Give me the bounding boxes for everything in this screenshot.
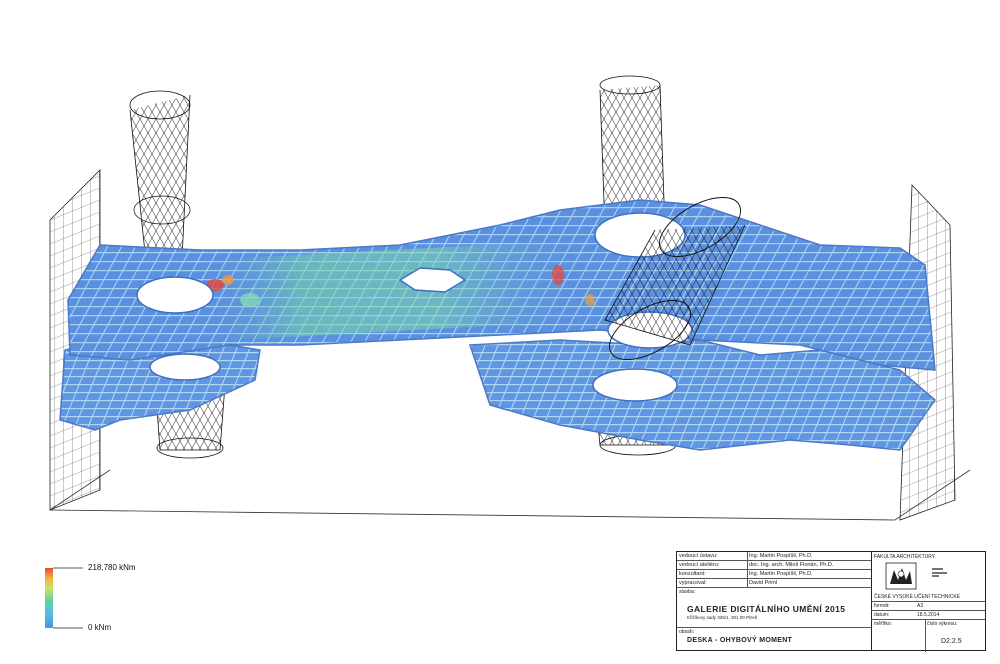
drawing-number-label: číslo výkresu:	[927, 621, 958, 627]
scale-drawing-row: měřítko: číslo výkresu: D2.2.5	[871, 620, 985, 652]
faculty-mark-icon	[932, 568, 947, 577]
format-row: formát: A3	[871, 602, 985, 611]
tb-key: konzultant:	[679, 571, 706, 577]
tb-value: Ing. Martin Pospíšil, Ph.D.	[749, 571, 813, 577]
tb-row-head-of-institute: vedoucí ústavu: Ing. Martin Pospíšil, Ph…	[677, 552, 871, 561]
faculty-name: FAKULTA ARCHITEKTURY	[874, 554, 936, 560]
scale-label: měřítko:	[874, 621, 893, 627]
tb-row-building: stavba:	[677, 588, 871, 628]
drawing-number: D2.2.5	[941, 638, 962, 645]
drawing-subject: DESKA - OHYBOVÝ MOMENT	[687, 637, 793, 644]
tb-content-label: obsah:	[679, 629, 695, 635]
legend-max-label: 218,780 kNm	[88, 563, 136, 572]
color-scale-bar	[45, 568, 53, 628]
project-title: GALERIE DIGITÁLNÍHO UMĚNÍ 2015	[687, 604, 846, 614]
tb-row-author: vypracoval: David Priml	[677, 579, 871, 588]
format-label: formát:	[874, 603, 890, 609]
legend-min-label: 0 kNm	[88, 623, 112, 632]
title-block: vedoucí ústavu: Ing. Martin Pospíšil, Ph…	[676, 551, 986, 652]
university-name: ČESKÉ VYSOKÉ UČENÍ TECHNICKÉ	[874, 594, 961, 600]
tb-row-consultant: konzultant: Ing. Martin Pospíšil, Ph.D.	[677, 570, 871, 579]
university-logo-icon	[885, 562, 917, 590]
faculty-box: FAKULTA ARCHITEKTURY ČESKÉ VYSOKÉ UČENÍ …	[871, 552, 985, 602]
inclined-column	[604, 197, 746, 360]
tb-key: vedoucí ústavu:	[679, 553, 718, 559]
format-value: A3	[917, 603, 924, 609]
moment-hotspots	[206, 265, 595, 307]
tb-value: David Priml	[749, 580, 778, 586]
title-block-right: FAKULTA ARCHITEKTURY ČESKÉ VYSOKÉ UČENÍ …	[871, 552, 985, 652]
tb-value: doc. Ing. arch. Miloš Florián, Ph.D.	[749, 562, 834, 568]
date-value: 18.5.2014	[917, 612, 940, 618]
moment-band	[200, 240, 600, 340]
ground-outline	[49, 469, 971, 521]
tb-key: vedoucí ateliéru:	[679, 562, 720, 568]
title-block-left: vedoucí ústavu: Ing. Martin Pospíšil, Ph…	[677, 552, 872, 650]
date-label: datum:	[874, 612, 890, 618]
project-address: Křižíkovy sady 325/1, 301 00 Plzeň	[687, 615, 758, 620]
tb-building-label: stavba:	[679, 589, 696, 595]
tb-value: Ing. Martin Pospíšil, Ph.D.	[749, 553, 813, 559]
tb-row-studio-head: vedoucí ateliéru: doc. Ing. arch. Miloš …	[677, 561, 871, 570]
date-row: datum: 18.5.2014	[871, 611, 985, 620]
tb-key: vypracoval:	[679, 580, 707, 586]
